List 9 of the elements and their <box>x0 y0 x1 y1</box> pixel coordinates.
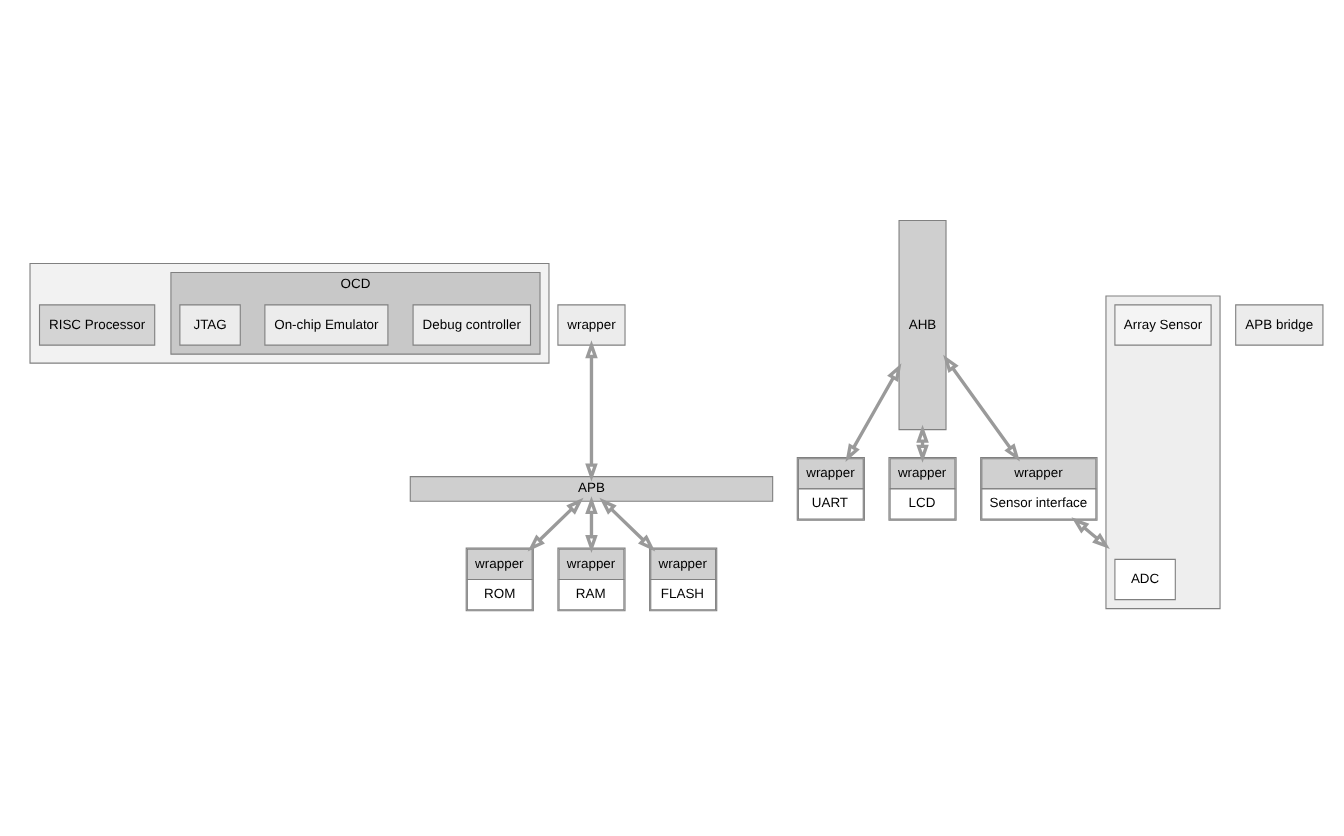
arrow <box>585 339 598 481</box>
arrow <box>527 496 584 551</box>
arrow <box>585 495 598 553</box>
cluster <box>29 261 550 363</box>
cluster <box>1105 294 1221 609</box>
arrow <box>845 362 902 461</box>
arrow <box>1071 516 1110 549</box>
arrow <box>599 496 656 551</box>
arrow <box>943 353 1020 461</box>
